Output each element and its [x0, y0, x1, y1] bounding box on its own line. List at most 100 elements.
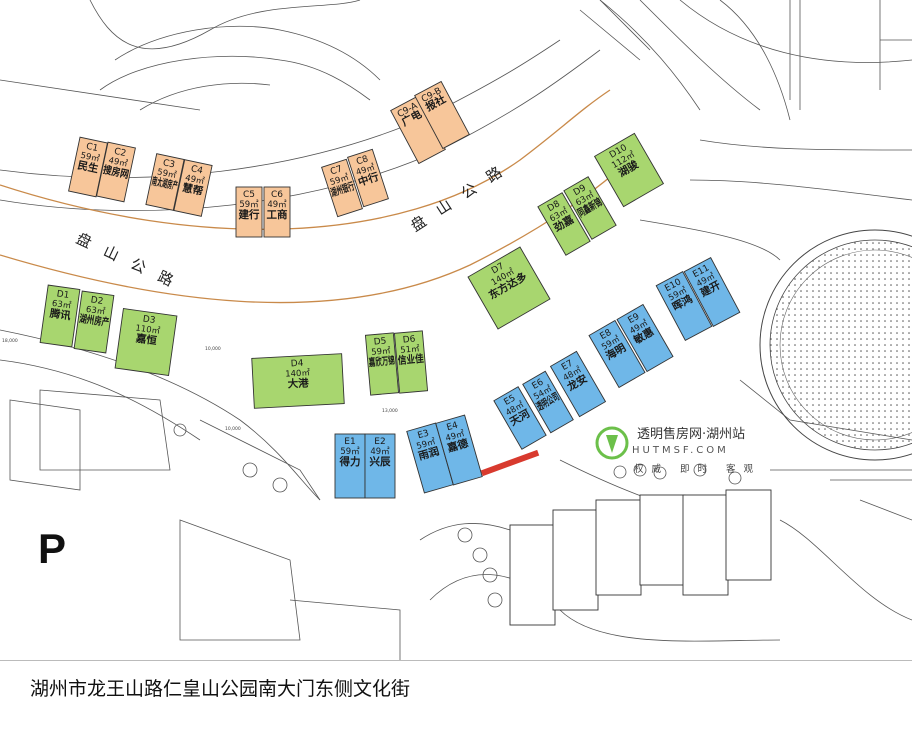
unit-block	[616, 303, 674, 373]
watermark-logo-icon	[595, 426, 629, 460]
unit-area: 49㎡	[267, 200, 287, 210]
unit-id: C1	[85, 142, 99, 154]
circular-plaza	[759, 229, 912, 461]
unit-area: 110㎡	[135, 323, 161, 336]
unit-area: 59㎡	[239, 200, 259, 210]
unit-block	[39, 284, 81, 348]
unit-area: 49㎡	[184, 173, 205, 187]
unit-name: 信业佳	[397, 352, 424, 367]
unit-block	[537, 192, 591, 256]
unit-id: C8	[355, 154, 370, 167]
unit-block	[173, 159, 213, 217]
unit-name: 中行	[356, 170, 380, 189]
unit-name: 搜房网	[102, 163, 130, 181]
caption-divider	[0, 660, 912, 661]
unit-block	[96, 141, 136, 203]
unit-id: C3	[162, 158, 176, 170]
unit-area: 140㎡	[285, 368, 311, 379]
unit-block	[364, 433, 396, 499]
unit-block	[467, 246, 551, 330]
unit-id: E3	[417, 429, 431, 442]
shop-unit-c9-a: C9-A广电	[390, 95, 446, 165]
unit-area: 49㎡	[107, 156, 128, 170]
unit-block	[334, 433, 366, 499]
unit-name: 建行	[238, 208, 260, 221]
unit-name: 嘉德	[445, 436, 470, 455]
shop-unit-c9-b: C9-B报社	[414, 80, 470, 150]
unit-block	[263, 186, 291, 238]
unit-id: C5	[243, 190, 255, 200]
watermark-name: 透明售房网·湖州站	[637, 427, 746, 442]
unit-block	[321, 158, 363, 218]
dimension-mark: 18,000	[2, 338, 18, 344]
unit-name: 腾讯	[48, 306, 72, 322]
dimension-mark: 13,000	[382, 408, 398, 414]
unit-block	[393, 330, 429, 394]
unit-block	[435, 414, 483, 486]
shop-units: C159㎡民生C249㎡搜房网C359㎡南太湖房产C449㎡慧帮C559㎡建行C…	[39, 80, 741, 499]
shop-unit-c3: C359㎡南太湖房产	[145, 153, 185, 211]
unit-id: E5	[503, 393, 518, 407]
unit-id: D2	[90, 295, 104, 307]
unit-id: E1	[344, 437, 355, 447]
map-caption: 湖州市龙王山路仁皇山公园南大门东侧文化街	[30, 678, 411, 700]
unit-id: E7	[560, 359, 575, 373]
red-frontage-strip	[480, 449, 540, 477]
unit-id: D1	[56, 289, 70, 301]
unit-block	[114, 308, 178, 376]
unit-name: 南太湖房产	[151, 174, 179, 192]
unit-block	[655, 270, 713, 342]
parking-label: P	[38, 525, 67, 572]
unit-name: 工商	[267, 208, 288, 221]
unit-area: 63㎡	[85, 305, 106, 318]
unit-block	[364, 332, 400, 396]
unit-block	[522, 370, 574, 434]
unit-name: 大港	[287, 376, 309, 390]
unit-id: E4	[446, 420, 460, 433]
road-label: 盘 山 公 路	[407, 163, 505, 235]
unit-block	[493, 386, 547, 450]
site-map: 18,000 10,000 10,000 13,000 盘 山 公 路 盘 山 …	[0, 0, 912, 660]
unit-area: 59㎡	[79, 151, 100, 165]
unit-id: D6	[402, 335, 416, 346]
unit-id: C2	[113, 147, 127, 159]
residential-blocks	[509, 489, 772, 626]
unit-name: 兴辰	[370, 455, 391, 468]
unit-block	[73, 290, 115, 354]
unit-area: 59㎡	[156, 167, 177, 181]
unit-block	[549, 350, 607, 418]
unit-name: 得力	[339, 455, 361, 468]
unit-name: 慧帮	[181, 181, 205, 198]
unit-name: 民生	[76, 158, 100, 175]
unit-block	[563, 176, 617, 240]
unit-block	[251, 353, 345, 409]
unit-block	[145, 153, 185, 211]
trees	[173, 423, 742, 608]
unit-id: D3	[142, 314, 156, 326]
unit-block	[347, 148, 389, 208]
unit-area: 49㎡	[370, 447, 390, 457]
dimension-mark: 10,000	[225, 426, 241, 432]
